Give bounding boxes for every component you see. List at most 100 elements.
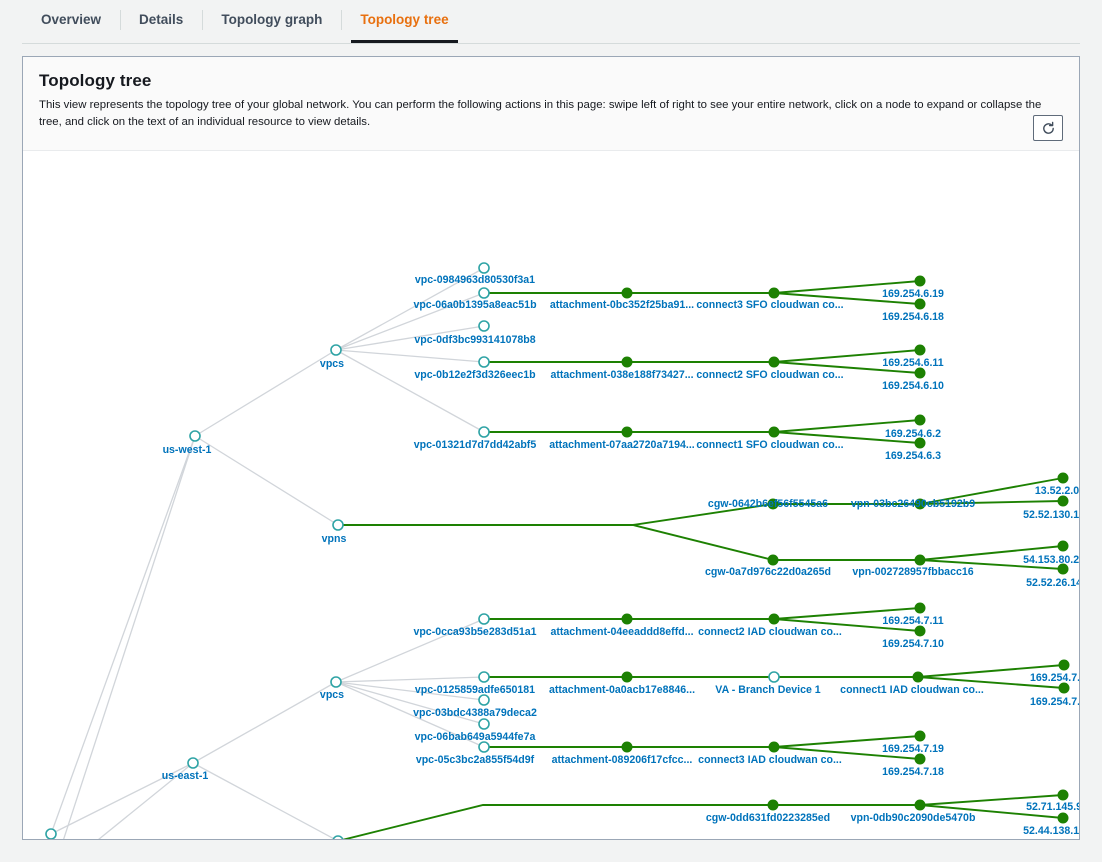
tree-node[interactable]: vpcs <box>320 344 344 370</box>
tree-node-circle-filled[interactable] <box>1057 789 1069 801</box>
tree-node-circle-open[interactable] <box>478 613 490 625</box>
tree-node-label[interactable]: vpc-0cca93b5e283d51a1 <box>413 626 536 638</box>
tree-node-circle-open[interactable] <box>189 430 201 442</box>
refresh-button[interactable] <box>1033 115 1063 141</box>
tree-node-circle-filled[interactable] <box>767 498 779 510</box>
tab-details[interactable]: Details <box>120 0 202 40</box>
tree-node-circle-open[interactable] <box>332 519 344 531</box>
tree-node[interactable]: vpc-03bdc4388a79deca2 <box>413 694 537 719</box>
tree-node-circle-filled[interactable] <box>1057 495 1069 507</box>
tree-node-label[interactable]: attachment-038e188f73427... <box>550 369 693 381</box>
topology-tree-svg[interactable]: atewayscationsus-west-1us-east-1vpcsvpns… <box>23 152 1079 839</box>
tree-node-label[interactable]: vpc-0984963d80530f3a1 <box>415 274 535 286</box>
tree-node[interactable]: vpns <box>322 519 347 545</box>
tree-node-label[interactable]: attachment-07aa2720a7194... <box>549 439 695 451</box>
tree-node-label[interactable]: 169.254.7.11 <box>882 615 943 627</box>
tree-node-circle-filled[interactable] <box>621 741 633 753</box>
tree-node[interactable]: 169.254.7.18 <box>882 753 944 778</box>
tree-node-circle-open[interactable] <box>478 262 490 274</box>
tree-node[interactable]: vpc-06bab649a5944fe7a <box>415 718 536 743</box>
tree-node-label[interactable]: attachment-04eeaddd8effd... <box>550 626 693 638</box>
tree-node-circle-filled[interactable] <box>914 730 926 742</box>
tree-node-circle-open[interactable] <box>45 828 57 839</box>
tree-node[interactable]: cgw-0a7d976c22d0a265d <box>705 554 831 578</box>
tree-node[interactable]: connect1 SFO cloudwan co... <box>696 426 844 451</box>
tree-node-circle-open[interactable] <box>478 741 490 753</box>
tree-node-circle-open[interactable] <box>478 320 490 332</box>
tree-node-circle-filled[interactable] <box>914 799 926 811</box>
tree-node-circle-filled[interactable] <box>914 602 926 614</box>
tree-node-circle-filled[interactable] <box>914 437 926 449</box>
tree-node[interactable]: attachment-07aa2720a7194... <box>549 426 695 451</box>
tree-node-circle-filled[interactable] <box>1057 563 1069 575</box>
tab-overview[interactable]: Overview <box>41 12 102 27</box>
tree-node[interactable]: cgw-0642b6ef56f5545a6 <box>708 498 828 510</box>
tree-node-label[interactable]: attachment-0bc352f25ba91... <box>550 299 694 311</box>
tree-node[interactable]: 169.254.6.2 <box>885 414 941 440</box>
tree-node[interactable]: vpc-0984963d80530f3a1 <box>415 262 535 286</box>
tree-node-circle-open[interactable] <box>478 694 490 706</box>
tree-node-label[interactable]: vpc-0df3bc993141078b8 <box>414 334 535 346</box>
tree-node-circle-open[interactable] <box>478 671 490 683</box>
tree-node-label[interactable]: cgw-0a7d976c22d0a265d <box>705 566 831 578</box>
tree-node-label[interactable]: connect2 SFO cloudwan co... <box>696 369 843 381</box>
tree-node-circle-filled[interactable] <box>767 799 779 811</box>
tree-node-label[interactable]: connect1 SFO cloudwan co... <box>696 439 843 451</box>
tree-node-label[interactable]: vpc-0125859adfe650181 <box>415 684 535 696</box>
tree-node-circle-filled[interactable] <box>914 498 926 510</box>
tree-node-circle-open[interactable] <box>187 757 199 769</box>
tree-node-circle-filled[interactable] <box>1057 472 1069 484</box>
tree-node-label[interactable]: us-east-1 <box>162 770 209 782</box>
tree-node-circle-filled[interactable] <box>914 367 926 379</box>
tree-node-label[interactable]: vpc-01321d7d7dd42abf5 <box>414 439 537 451</box>
tree-node[interactable]: vpc-0125859adfe650181 <box>415 671 535 696</box>
tree-node-label[interactable]: 169.254.7.18 <box>882 766 944 778</box>
tree-node[interactable]: 169.254.7.2 <box>1030 682 1079 708</box>
tree-node-label[interactable]: connect2 IAD cloudwan co... <box>698 626 842 638</box>
tree-node-label[interactable]: vpc-03bdc4388a79deca2 <box>413 707 537 719</box>
tree-node[interactable]: attachment-038e188f73427... <box>550 356 694 381</box>
tab-topology-tree[interactable]: Topology tree <box>341 0 467 43</box>
tree-node-circle-filled[interactable] <box>621 356 633 368</box>
tree-node-label[interactable]: vpcs <box>320 358 344 370</box>
tree-node[interactable]: 52.52.26.147 <box>1026 563 1079 589</box>
tree-node[interactable]: 169.254.6.11 <box>882 344 944 369</box>
tree-node-label[interactable]: vpn-0db90c2090de5470b <box>851 812 976 824</box>
tree-node-label[interactable]: connect1 IAD cloudwan co... <box>840 684 984 696</box>
tree-node[interactable]: 169.254.7.3 <box>1030 659 1079 684</box>
tree-node[interactable]: 13.52.2.0 <box>1035 472 1079 497</box>
tree-node-label[interactable]: cgw-0642b6ef56f5545a6 <box>708 498 828 510</box>
tree-node-label[interactable]: vpc-06a0b1395a8eac51b <box>413 299 537 311</box>
tree-node-circle-open[interactable] <box>332 835 344 839</box>
tree-node-label[interactable]: 169.254.7.2 <box>1030 696 1079 708</box>
tree-node-circle-filled[interactable] <box>621 613 633 625</box>
tree-node[interactable]: vpc-0df3bc993141078b8 <box>414 320 536 346</box>
tree-node-circle-open[interactable] <box>768 671 780 683</box>
tree-node-circle-filled[interactable] <box>914 554 926 566</box>
tree-node[interactable]: us-east-1 <box>162 757 209 782</box>
tree-node[interactable]: us-west-1 <box>163 430 212 456</box>
tree-node-label[interactable]: vpn-002728957fbbacc16 <box>852 566 973 578</box>
tree-node[interactable]: connect3 IAD cloudwan co... <box>698 741 842 766</box>
tree-node-circle-filled[interactable] <box>768 613 780 625</box>
tree-node[interactable]: 169.254.6.10 <box>882 367 944 392</box>
tree-node-label[interactable]: cgw-0dd631fd0223285ed <box>706 812 830 824</box>
tree-node[interactable]: vpc-0cca93b5e283d51a1 <box>413 613 537 638</box>
tree-node[interactable]: 169.254.6.19 <box>882 275 944 300</box>
tree-node-circle-filled[interactable] <box>912 671 924 683</box>
tree-node-label[interactable]: 169.254.6.18 <box>882 311 944 323</box>
tree-node[interactable]: 52.44.138.197 <box>1023 812 1079 837</box>
tree-node-label[interactable]: vpn-03bc26490cb5192b9 <box>851 498 975 510</box>
tree-node[interactable]: vpc-0b12e2f3d326eec1b <box>414 356 536 381</box>
tree-node-label[interactable]: 169.254.6.2 <box>885 428 941 440</box>
tree-node[interactable]: vpcs <box>320 676 344 701</box>
tree-node[interactable]: vpn-0db90c2090de5470b <box>851 799 976 824</box>
tree-node[interactable]: VA - Branch Device 1 <box>715 671 821 696</box>
tree-node-label[interactable]: 13.52.2.0 <box>1035 485 1079 497</box>
tree-node-circle-filled[interactable] <box>1058 682 1070 694</box>
tree-node-label[interactable]: vpcs <box>320 689 344 701</box>
tree-node-label[interactable]: 52.71.145.92 <box>1026 801 1079 813</box>
tree-node-label[interactable]: vpc-06bab649a5944fe7a <box>415 731 536 743</box>
tree-node-circle-filled[interactable] <box>768 287 780 299</box>
tree-node[interactable]: vpc-01321d7d7dd42abf5 <box>414 426 537 451</box>
